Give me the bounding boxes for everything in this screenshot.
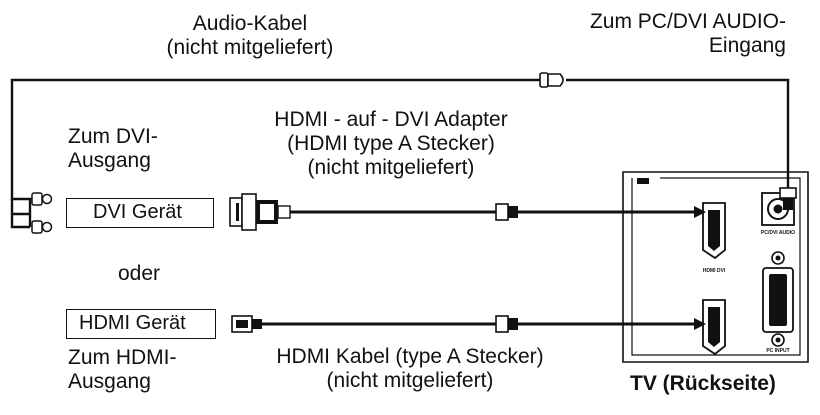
adapter-label-line2: (HDMI type A Stecker) bbox=[287, 132, 495, 155]
hdmi-cable-label-line1: HDMI Kabel (type A Stecker) bbox=[276, 345, 544, 368]
audio-jack-plug-icon bbox=[779, 187, 797, 210]
dvi-output-label-line2: Ausgang bbox=[68, 149, 151, 172]
dvi-device-box: DVI Gerät bbox=[66, 198, 214, 228]
hdmi-output-label-line2: Ausgang bbox=[68, 370, 151, 393]
audio-cable-right bbox=[566, 78, 790, 190]
dvi-output-label: Zum DVI- Ausgang bbox=[68, 125, 158, 173]
hdmi-output-label-line1: Zum HDMI- bbox=[68, 346, 177, 369]
hdmi-device-plug-icon bbox=[231, 315, 262, 333]
pc-dvi-audio-label-line2: Eingang bbox=[708, 34, 786, 57]
adapter-label-line1: HDMI - auf - DVI Adapter bbox=[274, 108, 508, 131]
hdmi-dvi-arrow-icon bbox=[694, 206, 706, 218]
hdmi-output-label: Zum HDMI- Ausgang bbox=[68, 346, 177, 394]
hdmi-cable-ferrite-icon bbox=[495, 315, 518, 333]
audio-cable-label-line1: Audio-Kabel bbox=[192, 12, 308, 35]
hdmi-arrow-icon bbox=[694, 318, 706, 330]
port-label-hdmi-dvi: HDMI DVI bbox=[702, 268, 726, 274]
dvi-adapter-icon bbox=[229, 193, 291, 231]
tv-panel-inner-frame bbox=[631, 177, 801, 356]
adapter-label-line3: (nicht mitgeliefert) bbox=[307, 156, 475, 179]
pc-dvi-audio-label-line1: Zum PC/DVI AUDIO- bbox=[589, 10, 786, 33]
adapter-label: HDMI - auf - DVI Adapter (HDMI type A St… bbox=[236, 108, 546, 180]
port-label-pc-input: PC INPUT bbox=[766, 348, 790, 354]
rca-plugs-icon bbox=[10, 192, 53, 234]
vga-port-icon bbox=[762, 251, 794, 347]
hdmi-cable-label: HDMI Kabel (type A Stecker) (nicht mitge… bbox=[245, 345, 575, 393]
audio-cable-label: Audio-Kabel (nicht mitgeliefert) bbox=[120, 12, 380, 60]
pc-dvi-audio-label: Zum PC/DVI AUDIO- Eingang bbox=[500, 10, 786, 58]
audio-cable-label-line2: (nicht mitgeliefert) bbox=[166, 36, 334, 59]
or-label: oder bbox=[118, 262, 161, 285]
hdmi-cable-label-line2: (nicht mitgeliefert) bbox=[326, 369, 494, 392]
hdmi-dvi-port-icon bbox=[702, 202, 726, 260]
port-label-pc-dvi-audio: PC/DVI AUDIO bbox=[761, 230, 795, 236]
hdmi-dvi-cable-ferrite-icon bbox=[495, 203, 518, 221]
tv-panel-tab bbox=[637, 178, 649, 184]
hdmi-device-box: HDMI Gerät bbox=[66, 309, 216, 339]
hdmi-port-icon bbox=[702, 299, 726, 356]
dvi-output-label-line1: Zum DVI- bbox=[68, 125, 158, 148]
audio-inline-plug-icon bbox=[539, 72, 564, 88]
tv-rear-title: TV (Rückseite) bbox=[630, 372, 776, 395]
